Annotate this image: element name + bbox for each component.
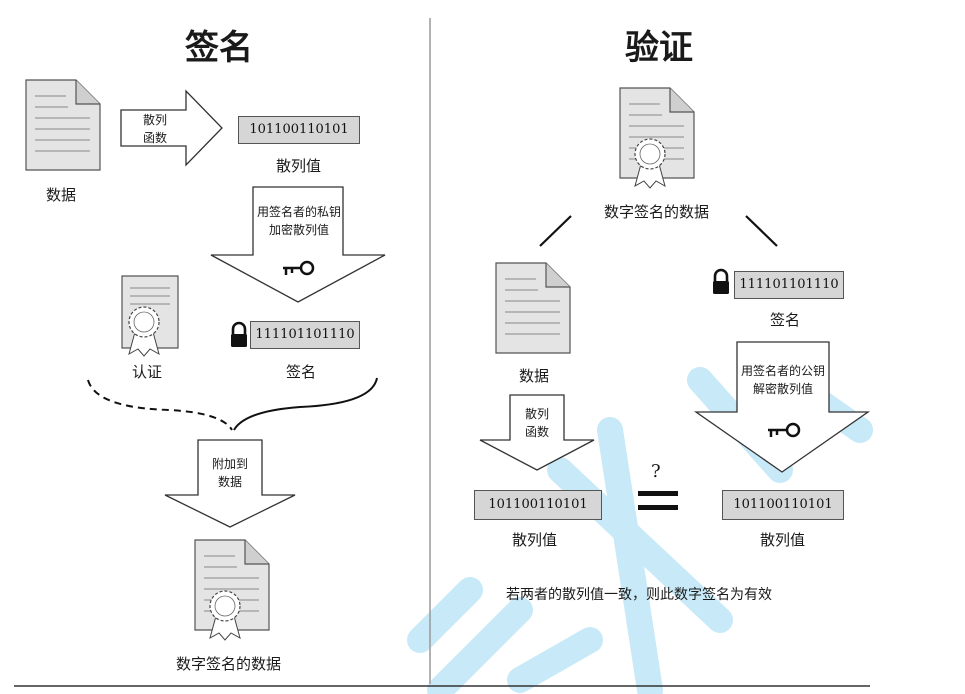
data-document-icon-verify <box>495 262 571 354</box>
split-line-right <box>745 215 778 247</box>
verify-signature-value-box: 111101101110 <box>734 271 844 299</box>
signed-document-icon <box>194 539 270 641</box>
certificate-label: 认证 <box>132 363 163 381</box>
brace-dashed-left <box>87 379 233 431</box>
equals-bar-bottom <box>638 505 678 510</box>
compare-question-mark: ? <box>651 461 661 482</box>
certificate-icon <box>121 275 179 357</box>
data-document-icon <box>25 79 101 171</box>
verify-hash-function-label: 散列 函数 <box>524 407 549 439</box>
hash-function-arrow <box>120 89 223 167</box>
signature-value-box: 111101101110 <box>250 321 360 349</box>
right-hash-value-label: 散列值 <box>760 531 806 549</box>
encrypt-step-label: 用签名者的私钥 加密散列值 <box>256 205 341 237</box>
equals-bar-top <box>638 491 678 496</box>
hash-value-box: 101100110101 <box>238 116 360 144</box>
hash-value-label: 散列值 <box>276 157 322 175</box>
verify-signature-label: 签名 <box>770 311 801 329</box>
right-hash-value-box: 101100110101 <box>722 490 844 520</box>
attach-arrow <box>164 439 296 528</box>
decrypt-step-label: 用签名者的公钥 解密散列值 <box>740 364 825 396</box>
sign-title: 签名 <box>185 28 253 68</box>
sign-data-label: 数据 <box>46 186 77 204</box>
verify-title: 验证 <box>625 28 693 68</box>
private-key-icon <box>283 260 315 276</box>
conclusion-text: 若两者的散列值一致，则此数字签名为有效 <box>506 587 772 603</box>
signed-data-label: 数字签名的数据 <box>176 655 282 673</box>
signature-label: 签名 <box>286 363 317 381</box>
signed-document-icon-verify <box>619 87 695 189</box>
split-line-left <box>539 215 572 247</box>
brace-solid-right <box>233 377 378 431</box>
attach-step-label: 附加到 数据 <box>211 457 248 489</box>
lock-icon <box>229 321 249 349</box>
hash-function-label: 散列 函数 <box>143 113 168 145</box>
hash-function-arrow-verify <box>479 394 595 471</box>
left-hash-value-box: 101100110101 <box>474 490 602 520</box>
verify-signed-data-label: 数字签名的数据 <box>604 203 710 221</box>
left-hash-value-label: 散列值 <box>512 531 558 549</box>
decrypt-arrow <box>693 341 871 473</box>
verify-data-label: 数据 <box>519 367 550 385</box>
encrypt-arrow <box>210 186 386 303</box>
lock-icon-verify <box>711 268 731 296</box>
public-key-icon <box>768 422 801 438</box>
